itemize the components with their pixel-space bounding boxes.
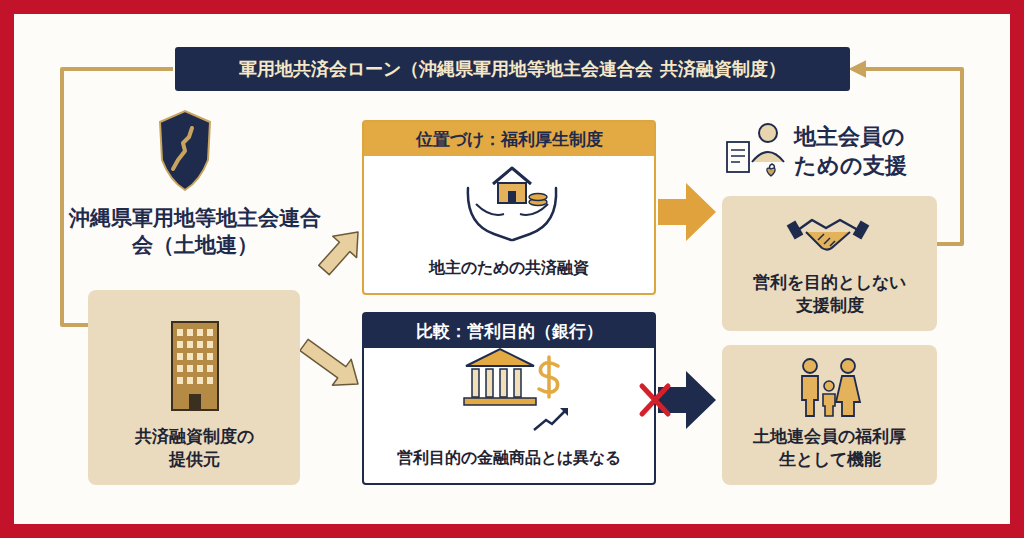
block-arrow	[658, 371, 716, 429]
card-body: 地主のための共済融資	[364, 249, 654, 293]
provider-box: 共済融資制度の提供元	[88, 290, 300, 485]
box-label: 営利を目的としない支援制度	[752, 271, 907, 317]
comparison-card: 比較：営利目的（銀行） 営利目的の金融商品とは異なる	[362, 312, 656, 485]
hands-house-icon-part	[508, 191, 516, 203]
family-icon	[802, 359, 860, 416]
bank-icon-part	[466, 349, 534, 366]
building-icon-part	[189, 394, 201, 410]
member-icon-part	[770, 164, 775, 172]
title-band: 軍用地共済会ローン（沖縄県軍用地等地主会連合会 共済融資制度）	[175, 47, 850, 91]
card-header: 比較：営利目的（銀行）	[364, 314, 654, 348]
member-icon	[727, 124, 784, 176]
family-icon-part	[802, 376, 818, 416]
handshake-icon	[787, 220, 870, 250]
bank-icon-part	[472, 369, 479, 397]
member-icon-part	[727, 142, 749, 172]
handshake-icon-part	[798, 220, 858, 230]
welfare-box: 土地連会員の福利厚生として機能	[722, 345, 937, 485]
family-icon-part	[823, 394, 835, 416]
hands-house-icon-part	[493, 168, 531, 184]
family-icon-part	[824, 381, 834, 391]
building-icon-part	[176, 328, 214, 388]
building-icon-part	[172, 322, 218, 410]
handshake-icon-part	[818, 234, 835, 246]
loop-connector	[62, 69, 173, 325]
bank-icon-part	[514, 369, 521, 397]
bank-icon-part	[560, 408, 568, 416]
hands-house-icon-part	[529, 199, 547, 206]
cross-mark-part	[642, 386, 668, 414]
support-box: 営利を目的としない支援制度	[722, 196, 937, 331]
member-icon-part	[731, 150, 745, 162]
support-heading: 地主会員のための支援	[722, 116, 937, 188]
hands-house-icon-part	[529, 194, 547, 201]
hands-house-icon-part	[498, 183, 526, 203]
bank-icon-part	[486, 369, 493, 397]
section-heading: 地主会員のための支援	[794, 123, 921, 180]
member-icon-part	[767, 168, 775, 176]
hands-house-icon-part	[513, 188, 556, 240]
shield-icon-part	[173, 128, 192, 169]
family-icon-part	[841, 359, 855, 373]
shield-icon-part	[160, 111, 210, 190]
handshake-icon-part	[853, 221, 870, 240]
org-heading: 沖縄県軍用地等地主会連合会（土地連）	[58, 196, 332, 268]
member-icon-part	[759, 124, 777, 142]
bank-icon-part	[500, 369, 507, 397]
title-text: 軍用地共済会ローン（沖縄県軍用地等地主会連合会 共済融資制度）	[239, 57, 785, 81]
block-arrow	[658, 183, 716, 241]
cross-mark	[642, 386, 668, 414]
card-body: 営利目的の金融商品とは異なる	[364, 439, 654, 483]
handshake-icon-part	[806, 232, 850, 250]
shield-icon	[160, 111, 210, 190]
bank-icon-part	[539, 357, 558, 397]
family-icon-part	[836, 376, 860, 416]
bank-icon	[464, 349, 568, 430]
family-icon-part	[803, 359, 817, 373]
handshake-icon-part	[787, 221, 804, 240]
hands-house-icon	[468, 168, 556, 240]
box-label: 土地連会員の福利厚生として機能	[752, 425, 907, 471]
hands-house-icon-part	[520, 204, 548, 215]
hands-house-icon-part	[468, 188, 511, 240]
block-arrow	[319, 232, 358, 275]
block-arrow	[300, 339, 358, 385]
position-card: 位置づけ：福利厚生制度地主のための共済融資	[362, 120, 656, 295]
member-icon-part	[752, 152, 784, 162]
bank-icon-part	[534, 410, 566, 430]
building-icon	[172, 322, 218, 410]
bank-icon-part	[464, 398, 536, 405]
box-label: 共済融資制度の提供元	[128, 425, 260, 471]
hands-house-icon-part	[476, 204, 504, 215]
card-header: 位置づけ：福利厚生制度	[364, 122, 654, 156]
org-name: 沖縄県軍用地等地主会連合会（土地連）	[62, 205, 328, 260]
